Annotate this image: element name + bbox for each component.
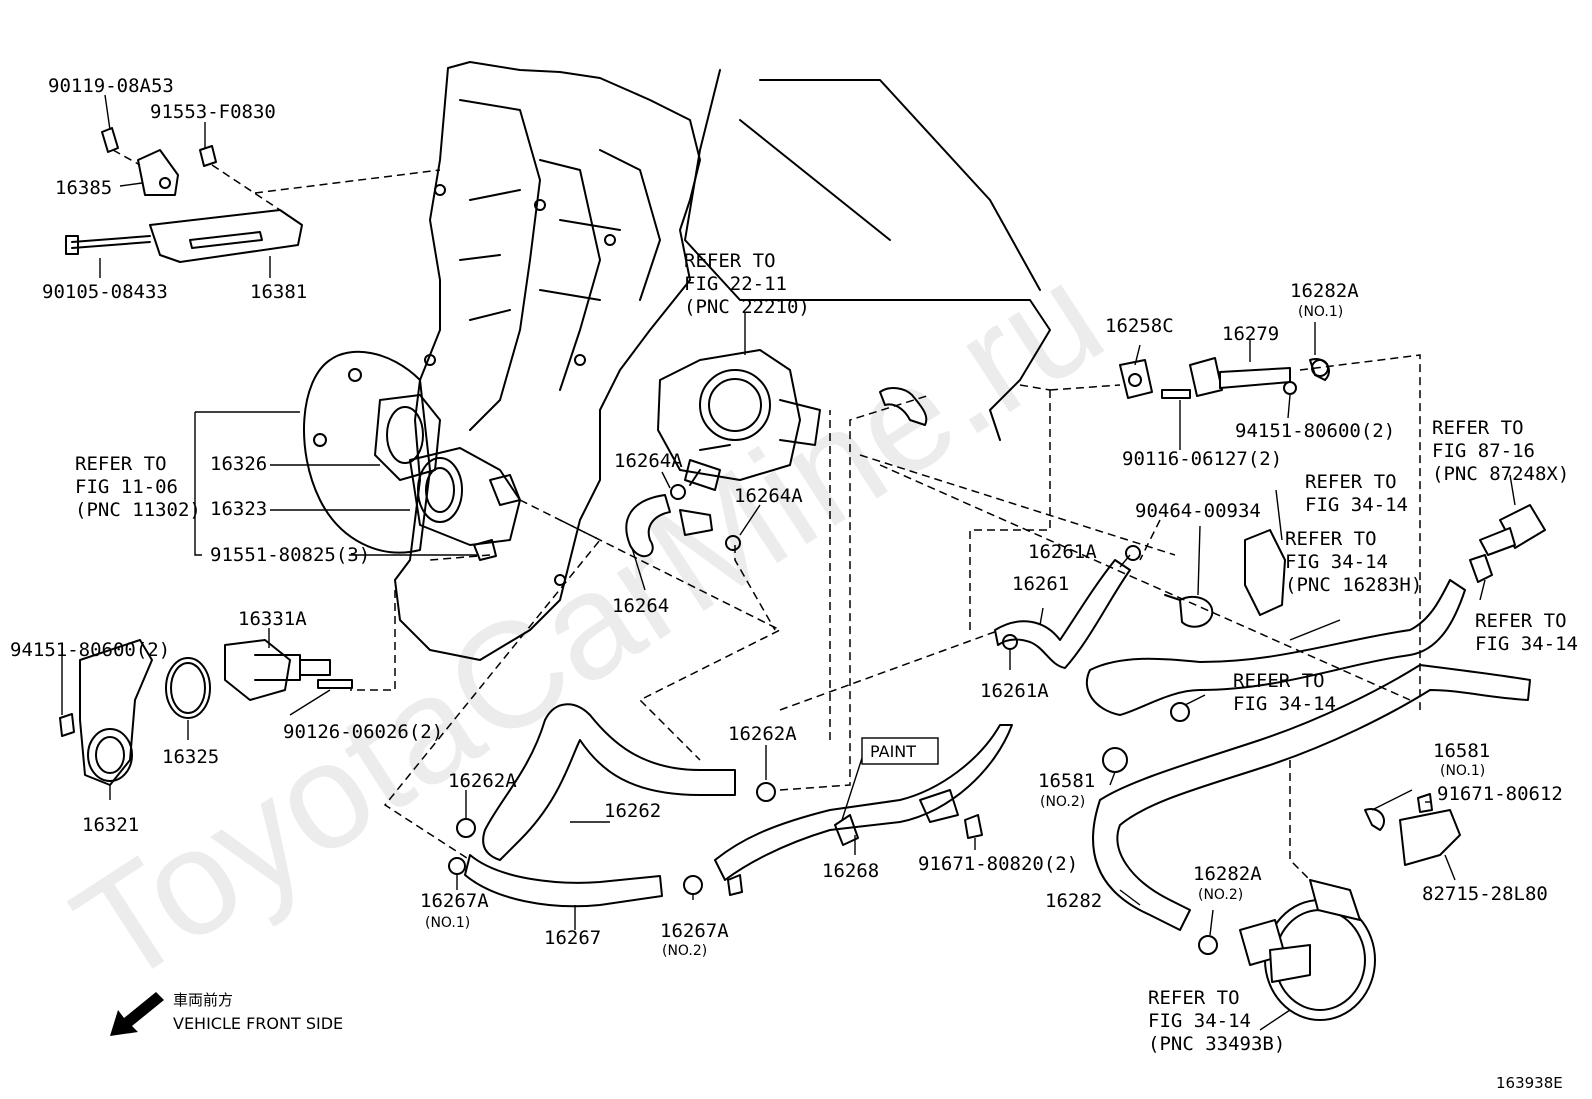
label-94151-80600-left: 94151-80600(2): [10, 639, 170, 661]
label-refer-22-11-l2: FIG 22-11: [684, 273, 787, 295]
label-16325: 16325: [162, 746, 219, 768]
label-90464-00934: 90464-00934: [1135, 500, 1261, 522]
label-16321: 16321: [82, 814, 139, 836]
reference-lines: [112, 149, 1421, 881]
label-16282a-bottom: 16282A: [1193, 863, 1262, 885]
label-91671-80612: 91671-80612: [1437, 783, 1563, 805]
label-16331a: 16331A: [238, 608, 307, 630]
label-refer-34-14-b-l3: (PNC 16283H): [1285, 574, 1422, 596]
label-refer-22-11-l3: (PNC 22210): [684, 296, 810, 318]
label-refer-11-06-l2: FIG 11-06: [75, 476, 178, 498]
label-16282: 16282: [1045, 890, 1102, 912]
label-16282a-top: 16282A: [1290, 280, 1359, 302]
label-16261a-2: 16261A: [980, 680, 1049, 702]
part-labels: 90119-08A53 91553-F0830 16385 90105-0843…: [10, 75, 1578, 1055]
label-82715-28l80: 82715-28L80: [1422, 883, 1548, 905]
label-16268: 16268: [822, 860, 879, 882]
label-16262a-1: 16262A: [728, 723, 797, 745]
label-refer-22-11-l1: REFER TO: [684, 250, 776, 272]
label-16326: 16326: [210, 453, 267, 475]
label-refer-87-16-l3: (PNC 87248X): [1432, 463, 1569, 485]
label-16262: 16262: [604, 800, 661, 822]
label-16267a-1: 16267A: [420, 890, 489, 912]
label-91551-80825: 91551-80825(3): [210, 544, 370, 566]
label-16264a-1: 16264A: [614, 450, 683, 472]
front-marker-english: VEHICLE FRONT SIDE: [173, 1014, 343, 1033]
illustration-id: 163938E: [1496, 1074, 1563, 1092]
label-16267: 16267: [544, 927, 601, 949]
engine-timing-cover: [303, 61, 1051, 661]
label-refer-11-06-l1: REFER TO: [75, 453, 167, 475]
label-16267a-2: 16267A: [660, 920, 729, 942]
hose-16264: [625, 494, 671, 558]
label-16262a-2: 16262A: [448, 770, 517, 792]
paint-label: PAINT: [870, 742, 916, 761]
label-refer-34-14-b-l2: FIG 34-14: [1285, 551, 1388, 573]
throttle-body: [657, 349, 821, 491]
label-16261a-1: 16261A: [1028, 541, 1097, 563]
label-91671-80820: 91671-80820(2): [918, 853, 1078, 875]
pipe-16268: [714, 724, 1013, 881]
front-arrow-icon: [110, 992, 164, 1036]
hose-16282: [1092, 664, 1531, 931]
label-90126-06026: 90126-06026(2): [283, 721, 443, 743]
label-refer-34-14-a-l2: FIG 34-14: [1305, 494, 1408, 516]
label-refer-34-14-e-l3: (PNC 33493B): [1148, 1033, 1285, 1055]
label-16385: 16385: [55, 177, 112, 199]
label-16282a-bottom-sub: (NO.2): [1198, 887, 1243, 903]
label-16267a-1-sub: (NO.1): [425, 915, 470, 931]
label-refer-11-06-l3: (PNC 11302): [75, 499, 201, 521]
label-90119-08a53: 90119-08A53: [48, 75, 174, 97]
hoses: [464, 387, 1531, 931]
paint-label-box: [861, 737, 939, 765]
bracket-group: [65, 127, 303, 263]
label-16581-right: 16581: [1433, 740, 1490, 762]
hose-16283h: [1085, 579, 1466, 716]
label-refer-34-14-e-l1: REFER TO: [1148, 987, 1240, 1009]
label-16581-left: 16581: [1038, 770, 1095, 792]
leader-lines: [61, 94, 1516, 1031]
label-refer-34-14-d-l1: REFER TO: [1475, 610, 1567, 632]
label-90105-08433: 90105-08433: [42, 281, 168, 303]
label-refer-34-14-e-l2: FIG 34-14: [1148, 1010, 1251, 1032]
label-16264a-2: 16264A: [734, 485, 803, 507]
label-16261: 16261: [1012, 573, 1069, 595]
front-marker-japanese: 車両前方: [173, 991, 233, 1009]
hose-16262: [482, 703, 736, 861]
label-refer-34-14-b-l1: REFER TO: [1285, 528, 1377, 550]
hose-16261: [994, 559, 1131, 669]
vehicle-front-marker: 車両前方 VEHICLE FRONT SIDE: [110, 991, 343, 1036]
label-16264: 16264: [612, 595, 669, 617]
label-refer-34-14-d-l2: FIG 34-14: [1475, 633, 1578, 655]
label-16581-left-sub: (NO.2): [1040, 794, 1085, 810]
label-16282a-top-sub: (NO.1): [1298, 304, 1343, 320]
label-refer-87-16-l2: FIG 87-16: [1432, 440, 1535, 462]
label-16279: 16279: [1222, 323, 1279, 345]
label-94151-80600-right: 94151-80600(2): [1235, 420, 1395, 442]
label-16267a-2-sub: (NO.2): [662, 943, 707, 959]
label-refer-34-14-a-l1: REFER TO: [1305, 471, 1397, 493]
label-16323: 16323: [210, 498, 267, 520]
hose-16267: [464, 854, 663, 908]
label-16581-right-sub: (NO.1): [1440, 763, 1485, 779]
label-16381: 16381: [250, 281, 307, 303]
label-refer-34-14-c-l2: FIG 34-14: [1233, 693, 1336, 715]
label-16258c: 16258C: [1105, 315, 1174, 337]
label-91553-f0830: 91553-F0830: [150, 101, 276, 123]
label-refer-87-16-l1: REFER TO: [1432, 417, 1524, 439]
label-90116-06127: 90116-06127(2): [1122, 448, 1282, 470]
label-refer-34-14-c-l1: REFER TO: [1233, 670, 1325, 692]
